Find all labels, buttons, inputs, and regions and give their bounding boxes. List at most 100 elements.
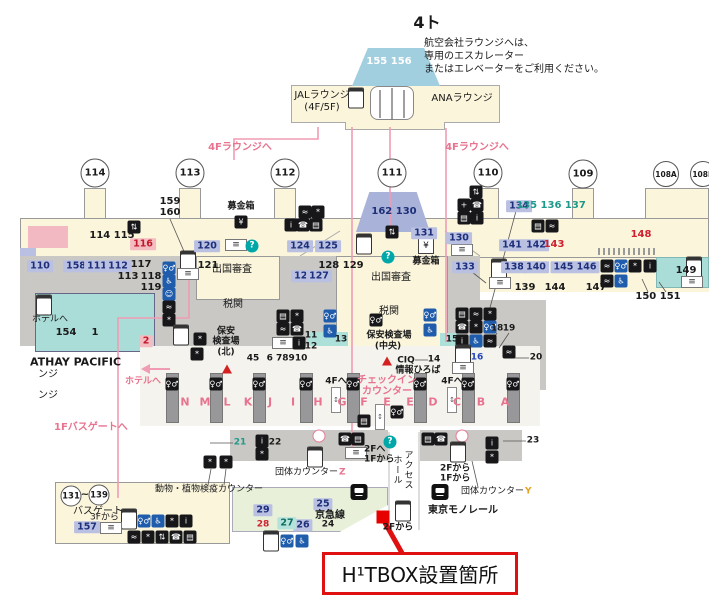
- wheelchair-icon: ♿: [469, 334, 483, 348]
- escalator-bar-icon: ↕: [375, 404, 385, 430]
- smoking-icon: ≈: [469, 307, 483, 321]
- gate-111: 111: [377, 158, 407, 188]
- map-label: 保安検査場: [366, 330, 412, 341]
- shop-number: 112: [105, 260, 131, 272]
- elevator-icon: [356, 233, 372, 255]
- map-label: 18: [490, 323, 504, 334]
- atm-icon: ▤: [276, 309, 290, 323]
- smoking-icon: ≈: [545, 219, 559, 233]
- phone-icon: ☎: [290, 322, 304, 336]
- map-label: 2Fへ: [364, 444, 386, 455]
- immigration-north: [196, 256, 280, 300]
- elevator-icon: [263, 530, 279, 552]
- phone-icon: ☎: [296, 218, 310, 232]
- hand-icon: *: [311, 205, 325, 219]
- shop-number: 134: [506, 200, 532, 212]
- map-label: 税関: [223, 299, 243, 310]
- escalator-structure: [370, 86, 414, 120]
- wc-icon: ♀♂: [165, 377, 179, 391]
- map-label: チェックイン: [357, 375, 417, 386]
- map-label: ンジ: [38, 369, 58, 380]
- map-label: 東京モノレール: [428, 505, 498, 516]
- shop-number: 145 146: [550, 261, 600, 273]
- counter-lines-icon: ≡: [272, 337, 294, 349]
- hand-icon: *: [628, 259, 642, 273]
- map-label: 128 129: [318, 260, 364, 271]
- map-label: 1Fから: [440, 473, 471, 484]
- map-label: 14: [427, 354, 441, 365]
- map-label: D: [428, 395, 438, 409]
- clock-icon: [312, 429, 326, 443]
- immigration-central: [336, 256, 448, 356]
- wc-icon: ♀♂: [423, 308, 437, 322]
- map-label: M: [199, 395, 211, 409]
- map-label: F: [360, 395, 368, 409]
- info-icon: i: [485, 436, 499, 450]
- escalator-icon: ⇅: [127, 220, 141, 234]
- map-label: 147: [585, 282, 607, 293]
- map-label: 1: [91, 327, 99, 338]
- map-label: 検査場: [212, 336, 240, 347]
- counter-lines-icon: ≡: [100, 522, 122, 534]
- hand-icon: *: [141, 530, 155, 544]
- elevator-icon: [395, 500, 411, 522]
- donation-box-icon: ¥: [234, 215, 248, 229]
- map-label: アクセス: [402, 450, 413, 490]
- map-label: 16: [470, 352, 484, 363]
- atm-icon: ▤: [309, 218, 323, 232]
- shop-number: 26: [293, 519, 313, 531]
- map-label: 162 130: [371, 206, 417, 217]
- elevator-icon: [450, 441, 466, 463]
- atm-icon: ▤: [357, 414, 371, 428]
- teal-strip: [308, 332, 348, 347]
- baby-icon: ☺: [162, 287, 176, 301]
- map-label: (北): [217, 347, 235, 358]
- pier: [274, 188, 296, 219]
- pier: [572, 188, 594, 219]
- map-label: 6 78910: [266, 353, 308, 364]
- map-label: CIQ: [397, 355, 415, 366]
- map-label: 121: [197, 260, 219, 271]
- map-label: 28: [256, 519, 270, 530]
- hand-icon: *: [483, 307, 497, 321]
- hand-icon: *: [162, 313, 176, 327]
- map-label: 募金箱: [227, 201, 255, 212]
- pier: [84, 188, 106, 219]
- map-label: 1Fバスゲートへ: [54, 422, 128, 433]
- gate-108A: 108A: [653, 161, 679, 187]
- keikyu-train-icon: [350, 484, 368, 500]
- pier: [179, 188, 201, 219]
- elevator-icon: [307, 446, 323, 468]
- phone-icon: ☎: [470, 198, 484, 212]
- hand-icon: *: [485, 450, 499, 464]
- map-label: N: [180, 395, 190, 409]
- wc-icon: ♀♂: [209, 377, 223, 391]
- left-small-chip: [20, 248, 36, 257]
- escalator-bar-icon: ↕: [331, 387, 341, 413]
- gate-108B: 108B: [690, 161, 709, 187]
- shop-number: 2: [139, 335, 153, 347]
- map-label: 45: [246, 353, 260, 364]
- shop-number: 116: [130, 238, 156, 250]
- gate-110: 110: [473, 158, 503, 188]
- smoking-icon: ≈: [483, 334, 497, 348]
- shop-number: 126: [291, 270, 317, 282]
- map-label: H: [313, 395, 323, 409]
- map-label: L: [223, 395, 231, 409]
- wc-icon: ♀♂: [252, 377, 266, 391]
- hand-icon: *: [290, 309, 304, 323]
- security-triangle: [222, 364, 232, 374]
- hand-icon: *: [219, 455, 233, 469]
- wc-icon: ♀♂: [461, 377, 475, 391]
- counter-lines-icon: ≡: [452, 362, 474, 374]
- atm-icon: ▤: [421, 432, 435, 446]
- question-icon: ?: [381, 250, 395, 264]
- question-icon: ?: [383, 435, 397, 449]
- map-label: ホール: [391, 455, 402, 485]
- map-label: 113: [117, 271, 139, 282]
- map-label: (中央): [374, 341, 402, 352]
- counter-lines-icon: ≡: [681, 276, 703, 288]
- shop-number: 110: [27, 260, 53, 272]
- shop-number: 125: [315, 240, 341, 252]
